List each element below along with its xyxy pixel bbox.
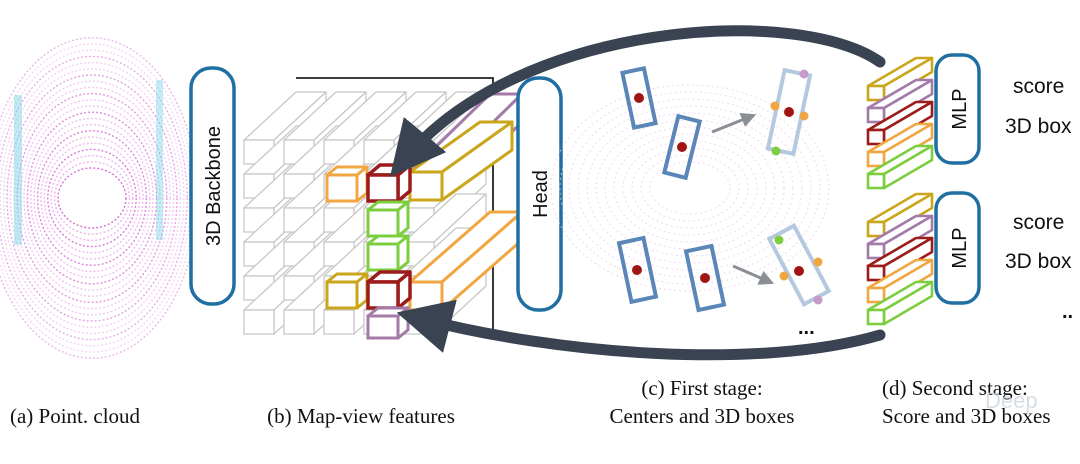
top-box-label: 3D box [1005, 115, 1072, 138]
stack-feature-cell [866, 78, 934, 124]
gray-arrow-top [711, 112, 757, 134]
stack-feature-cell [866, 100, 934, 146]
feature-map-grid [243, 77, 524, 340]
point-cloud-rings [0, 37, 199, 359]
detection-box-3 [616, 235, 659, 305]
output-ellipsis: .. [1062, 301, 1073, 323]
feature-stack-bottom [866, 192, 934, 326]
feature-cell-purple [366, 306, 410, 340]
caption-c-line2: Centers and 3D boxes [609, 404, 795, 428]
stack-feature-cell [866, 258, 934, 304]
feedback-arrow-bottom [396, 299, 886, 361]
backbone-label: 3D Backbone [203, 126, 225, 246]
feature-cell-olive [325, 272, 369, 310]
mlp-module-bottom: MLP [934, 191, 981, 305]
caption-a: (a) Point. cloud [9, 404, 141, 428]
feature-cell-orange [325, 165, 369, 203]
mlp-top-label: MLP [949, 88, 971, 129]
caption-b: (b) Map-view features [267, 404, 455, 428]
feature-cell-darkred [366, 270, 412, 310]
head-label: Head [530, 170, 552, 218]
feedback-arrow-top [389, 25, 886, 177]
stack-feature-cell [866, 192, 934, 238]
bottom-box-label: 3D box [1005, 250, 1072, 273]
box-with-keypoints-bottom [766, 223, 832, 307]
feature-stack-top [866, 56, 934, 190]
mlp-module-top: MLP [934, 53, 981, 165]
caption-d-line2: Score and 3D boxes [882, 404, 1051, 428]
feature-cell-green [366, 200, 410, 238]
center-dot [634, 93, 644, 103]
stack-feature-cell [866, 122, 934, 168]
mlp-bottom-label: MLP [949, 227, 971, 268]
stack-feature-cell [866, 56, 934, 102]
bottom-score-label: score [1013, 211, 1064, 234]
box-with-keypoints-top [765, 67, 813, 157]
center-dot [677, 142, 687, 152]
watermark: Deep [985, 388, 1038, 413]
stack-feature-cell [866, 144, 934, 190]
gray-arrow-bottom [732, 264, 775, 285]
detection-box-1 [620, 65, 658, 131]
feature-cell-green [366, 234, 410, 272]
point-cloud-image [0, 37, 199, 359]
center-dot [632, 265, 642, 275]
stack-feature-cell [866, 214, 934, 260]
caption-d-line1: (d) Second stage: [882, 376, 1028, 400]
detection-box-4 [683, 243, 727, 313]
top-score-label: score [1013, 75, 1064, 98]
second-stage-feature-stacks [866, 56, 934, 326]
head-module: Head [516, 76, 563, 312]
feature-cell-darkred [366, 163, 412, 203]
detection-box-2 [661, 113, 703, 181]
backbone-module: 3D Backbone [189, 66, 236, 306]
center-dot [700, 273, 710, 283]
caption-c-line1: (c) First stage: [641, 376, 763, 400]
stack-feature-cell [866, 280, 934, 326]
stage-ellipsis: ... [798, 317, 815, 339]
stack-feature-cell [866, 236, 934, 282]
first-stage-boxes: ... [616, 65, 832, 339]
